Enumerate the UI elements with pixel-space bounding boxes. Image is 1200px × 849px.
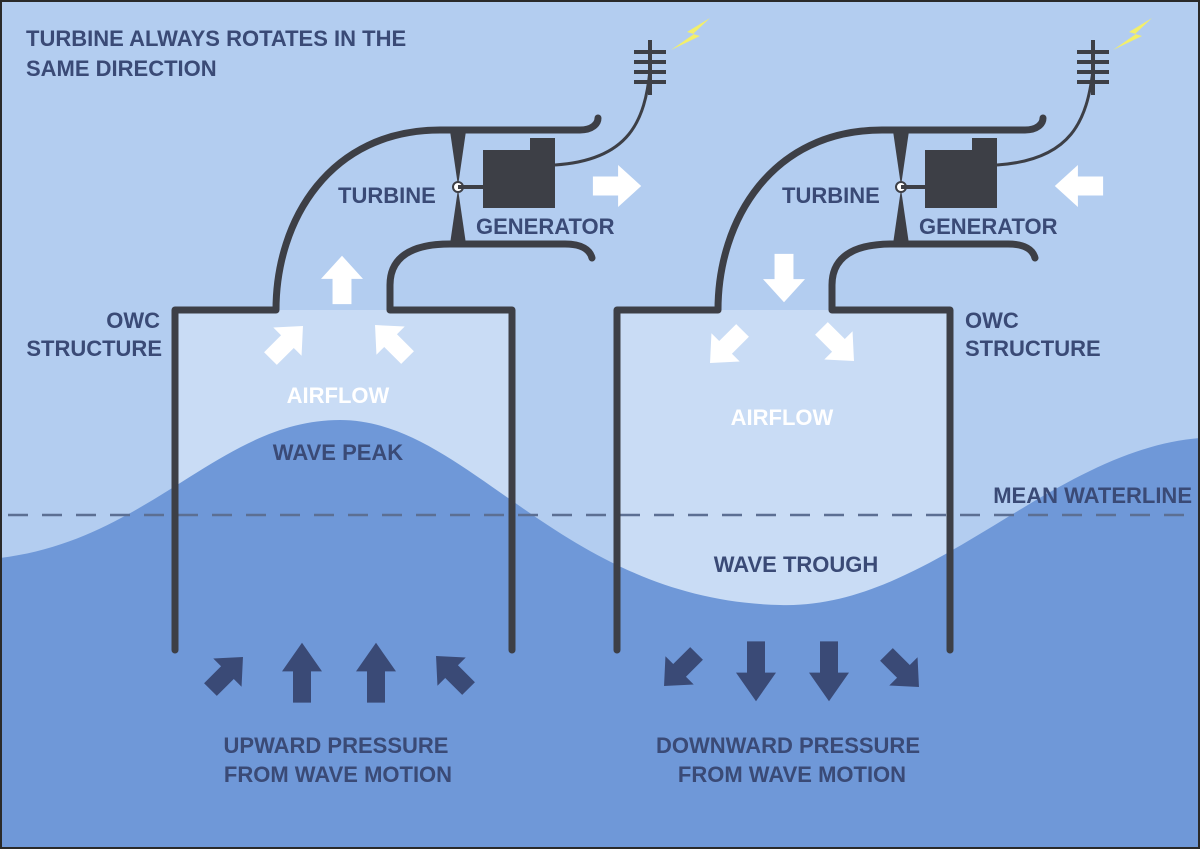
owc-left-label-line-2: STRUCTURE (26, 336, 162, 361)
right-outer-wall (613, 114, 1047, 654)
turbine-left-label: TURBINE (338, 183, 436, 208)
owc-right-label-line-2: STRUCTURE (965, 336, 1101, 361)
downward-pressure-label-line-1: DOWNWARD PRESSURE (656, 733, 920, 758)
left-outer-wall (171, 114, 602, 654)
owc-right-label-line-1: OWC (965, 308, 1019, 333)
downward-pressure-label-line-2: FROM WAVE MOTION (678, 762, 906, 787)
right-owc-structure (613, 114, 1047, 654)
upward-pressure-label-line-2: FROM WAVE MOTION (224, 762, 452, 787)
right-lightning-icon (1113, 18, 1152, 50)
right-electric-pole-icon (1077, 40, 1109, 95)
left-turbine-icon (450, 131, 483, 244)
left-inner-wall (386, 240, 596, 654)
generator-right-label: GENERATOR (919, 214, 1058, 239)
generator-left-label: GENERATOR (476, 214, 615, 239)
left-generator-icon (483, 138, 555, 208)
left-power-cable (554, 69, 652, 167)
wave-trough-label: WAVE TROUGH (714, 552, 879, 577)
left-lightning-icon (671, 18, 710, 50)
right-inner-wall (828, 240, 1039, 654)
airflow-right-label: AIRFLOW (731, 405, 834, 430)
right-turbine-icon (893, 131, 925, 244)
turbine-right-label: TURBINE (782, 183, 880, 208)
owc-left-label-line-1: OWC (106, 308, 160, 333)
mean-waterline-label: MEAN WATERLINE (993, 483, 1192, 508)
right-generator-icon (925, 138, 997, 208)
right-power-cable (996, 69, 1095, 167)
wave-peak-label: WAVE PEAK (273, 440, 404, 465)
diagram-title-line-1: TURBINE ALWAYS ROTATES IN THE (26, 26, 406, 51)
left-owc-structure (171, 114, 602, 654)
airflow-left-label: AIRFLOW (287, 383, 390, 408)
diagram-title-line-2: SAME DIRECTION (26, 56, 217, 81)
water-wave (0, 420, 1200, 849)
upward-pressure-label-line-1: UPWARD PRESSURE (224, 733, 449, 758)
left-electric-pole-icon (634, 40, 666, 95)
